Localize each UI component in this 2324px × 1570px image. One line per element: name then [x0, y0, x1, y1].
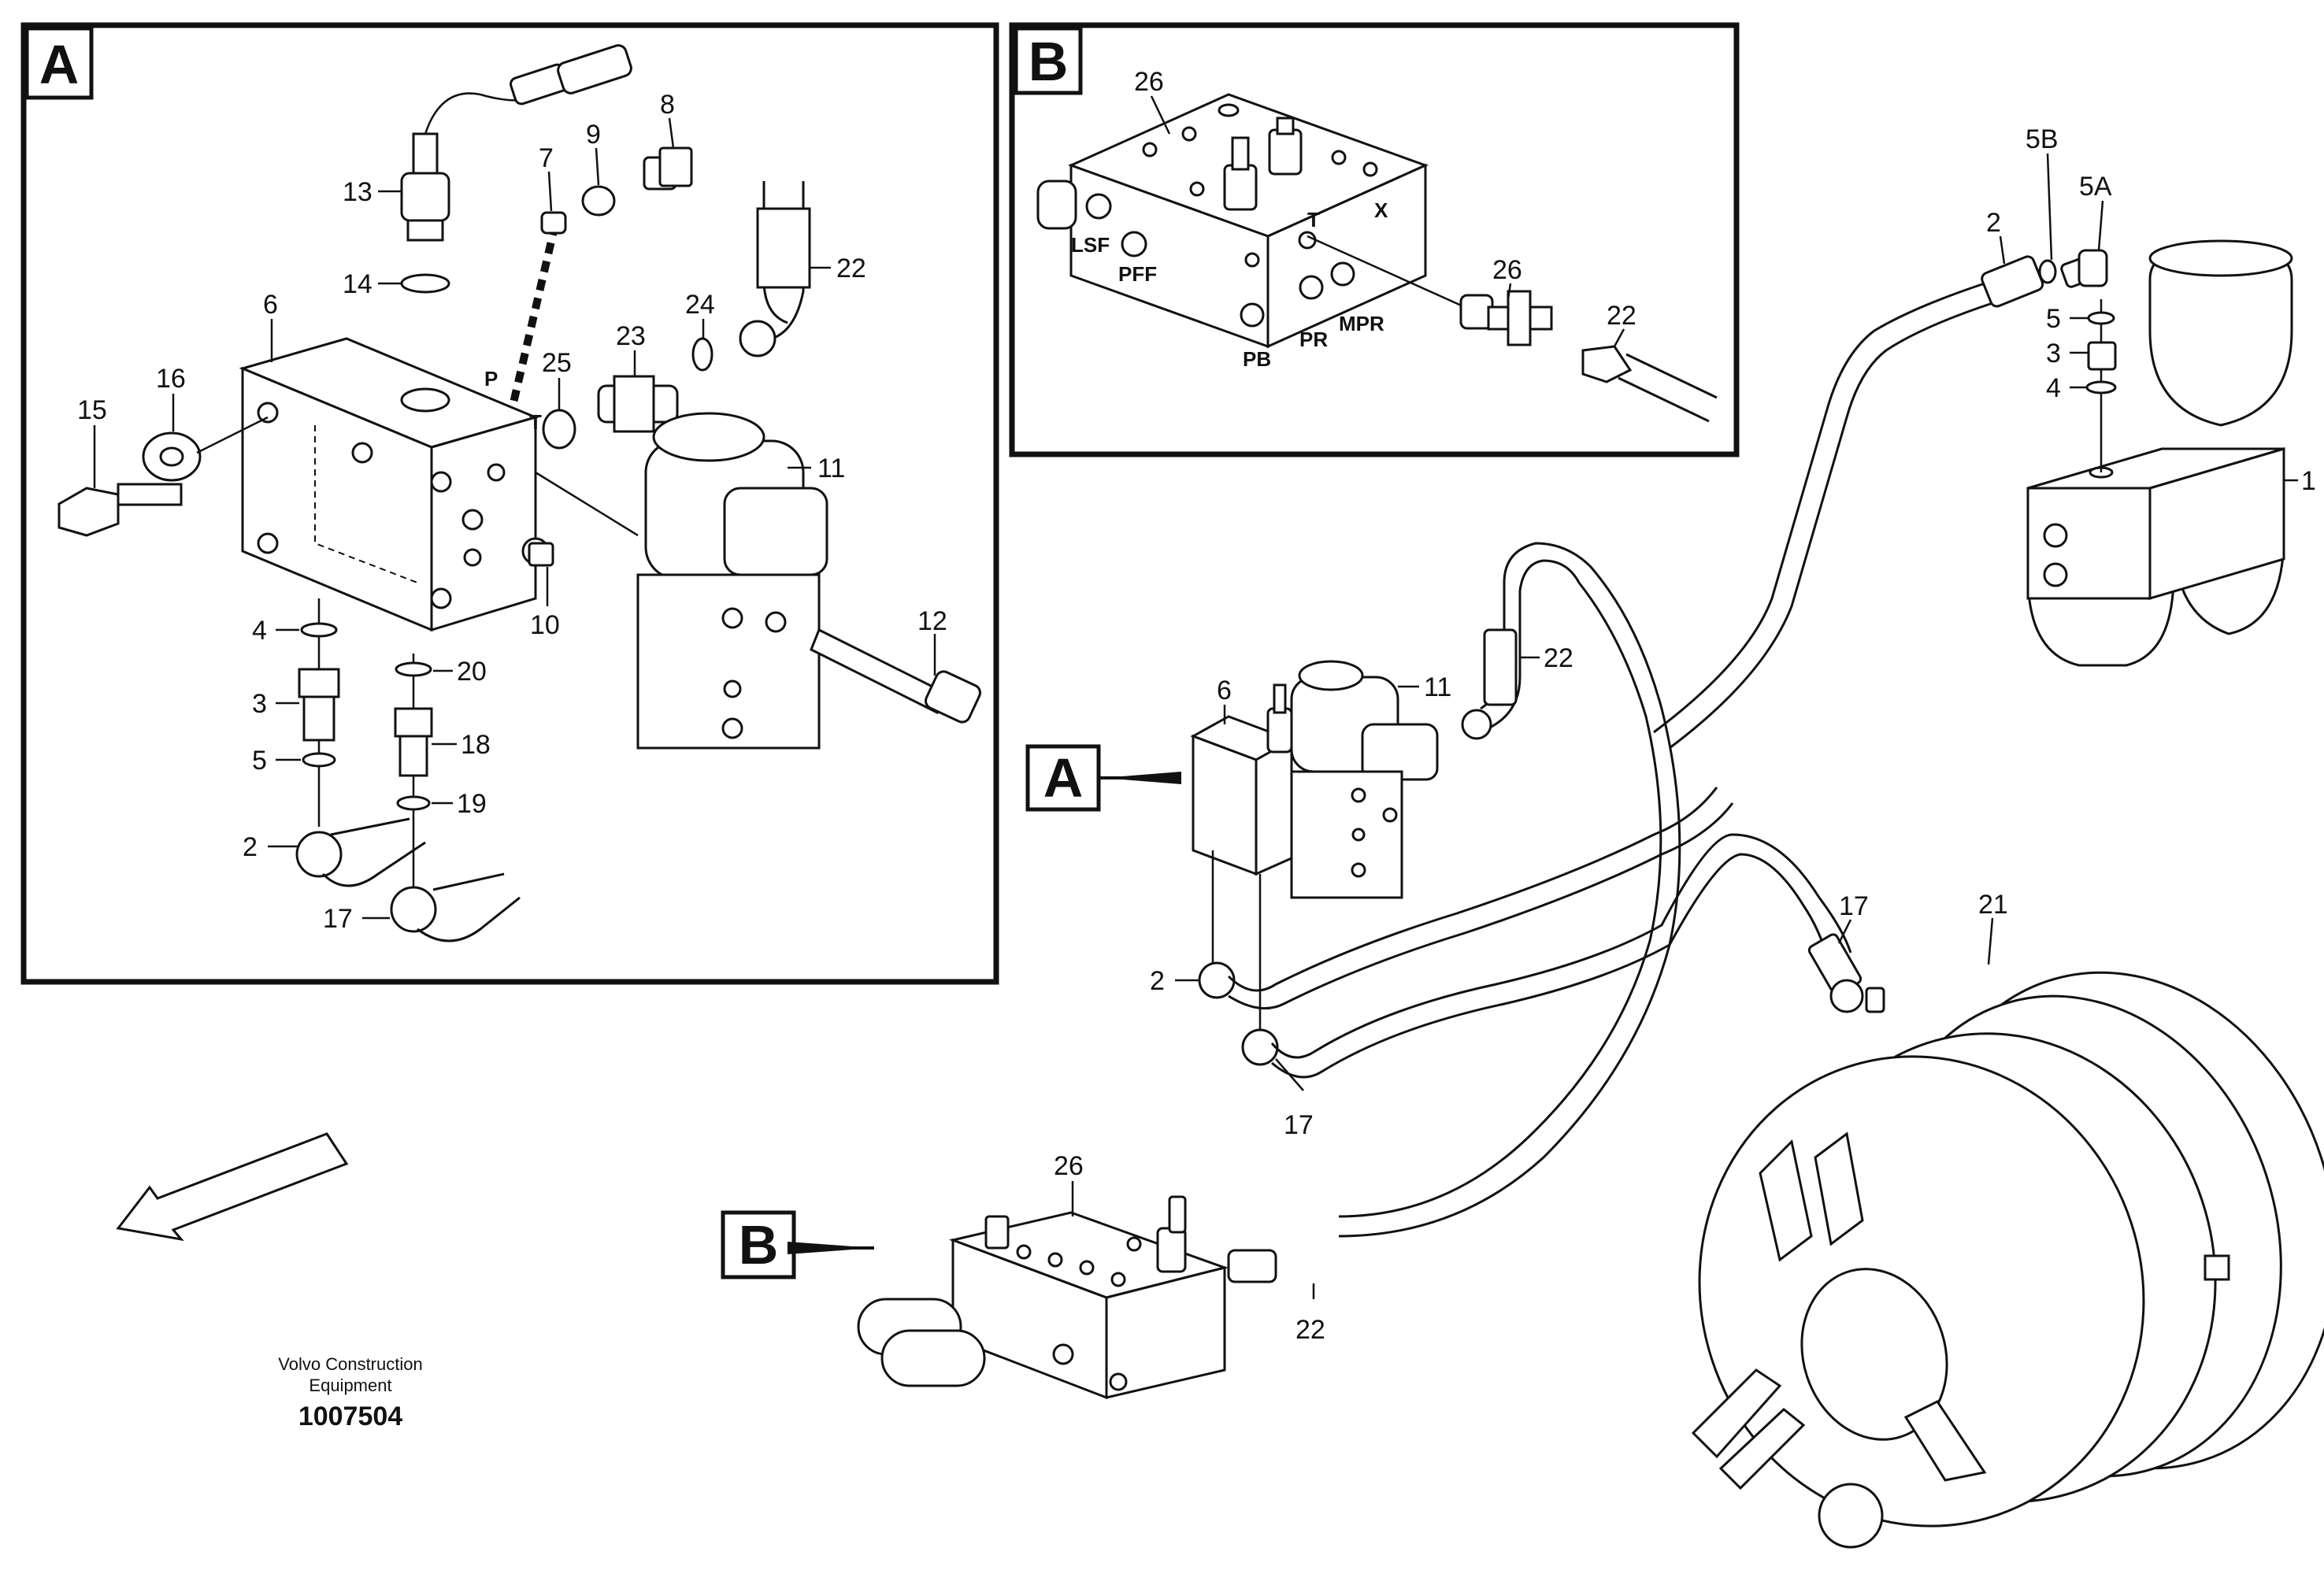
inset-a-title: A: [39, 34, 80, 95]
callout-a-19: 19: [457, 789, 487, 819]
callout-a-10: 10: [530, 610, 560, 640]
callout-main-5: 5: [2046, 304, 2061, 334]
callout-b-26b: 26: [1492, 255, 1522, 285]
port-lsf-label: LSF: [1071, 233, 1110, 257]
callout-main-22-lower: 22: [1295, 1315, 1325, 1345]
port-x-label: X: [1374, 198, 1388, 222]
callout-main-1: 1: [2301, 466, 2316, 496]
ref-b-box: B: [739, 1214, 779, 1276]
callout-a-13: 13: [343, 177, 373, 207]
callout-a-23: 23: [616, 321, 646, 351]
callout-b-26a: 26: [1134, 67, 1164, 97]
center-valve-assembly: A 6: [1025, 542, 2008, 1238]
callout-main-2-upper: 2: [1986, 208, 2001, 238]
callout-a-20: 20: [457, 657, 487, 687]
brand-line2: Equipment: [309, 1376, 391, 1395]
callout-a-25: 25: [542, 348, 572, 378]
port-p-label: P: [484, 367, 498, 391]
callout-a-7: 7: [539, 143, 554, 173]
direction-arrow-icon: [116, 1132, 349, 1242]
callout-a-22: 22: [836, 254, 866, 283]
port-pb-label: PB: [1243, 347, 1271, 371]
lower-valve-block: B 26 22: [721, 1151, 1325, 1400]
callout-a-14: 14: [343, 269, 373, 299]
port-t-b-label: T: [1307, 208, 1320, 231]
callout-a-5: 5: [252, 746, 267, 776]
callout-main-21: 21: [1978, 890, 2008, 920]
port-mpr-label: MPR: [1339, 312, 1384, 335]
inset-a-callouts: 13 7 9 8 22 14 6 24 23 25 16 15 11: [77, 90, 947, 934]
callout-main-22: 22: [1544, 643, 1573, 673]
port-pr-label: PR: [1299, 328, 1328, 351]
callout-main-11: 11: [1424, 672, 1451, 702]
drawing-number: 1007504: [298, 1402, 402, 1431]
ref-a-box: A: [1043, 747, 1084, 809]
callout-main-17b: 17: [1839, 891, 1869, 921]
callout-a-8: 8: [660, 90, 675, 120]
callout-a-17: 17: [323, 904, 353, 934]
callout-main-6: 6: [1217, 676, 1232, 705]
callout-a-2: 2: [243, 832, 258, 862]
callout-a-4: 4: [252, 616, 267, 646]
callout-a-12: 12: [917, 606, 947, 636]
accumulator-group: 5B 5A 2 5 3 4 1: [1653, 124, 2316, 750]
callout-a-9: 9: [586, 120, 601, 150]
callout-a-3: 3: [252, 689, 267, 719]
callout-a-24: 24: [685, 290, 715, 320]
callout-a-6: 6: [263, 290, 278, 320]
callout-main-17: 17: [1284, 1110, 1314, 1140]
callout-main-4: 4: [2046, 373, 2061, 403]
inset-a: A: [20, 22, 999, 985]
callout-5b: 5B: [2026, 124, 2059, 154]
port-t-label: T: [529, 410, 542, 434]
hydraulic-motor: [1691, 971, 2324, 1549]
callout-5a: 5A: [2079, 172, 2112, 202]
callout-a-18: 18: [461, 730, 491, 760]
callout-main-26: 26: [1054, 1151, 1084, 1181]
callout-main-2: 2: [1150, 966, 1165, 996]
inset-b: B LSF PFF T X PB: [1009, 22, 1740, 457]
callout-a-11: 11: [817, 454, 845, 483]
inset-b-title: B: [1029, 31, 1069, 92]
callout-b-22: 22: [1607, 301, 1636, 331]
callout-a-16: 16: [156, 364, 186, 394]
brand-line1: Volvo Construction: [278, 1354, 422, 1374]
footer: Volvo Construction Equipment 1007504: [278, 1354, 422, 1431]
callout-main-3: 3: [2046, 339, 2061, 368]
callout-a-15: 15: [77, 395, 107, 425]
port-pff-label: PFF: [1118, 262, 1157, 286]
